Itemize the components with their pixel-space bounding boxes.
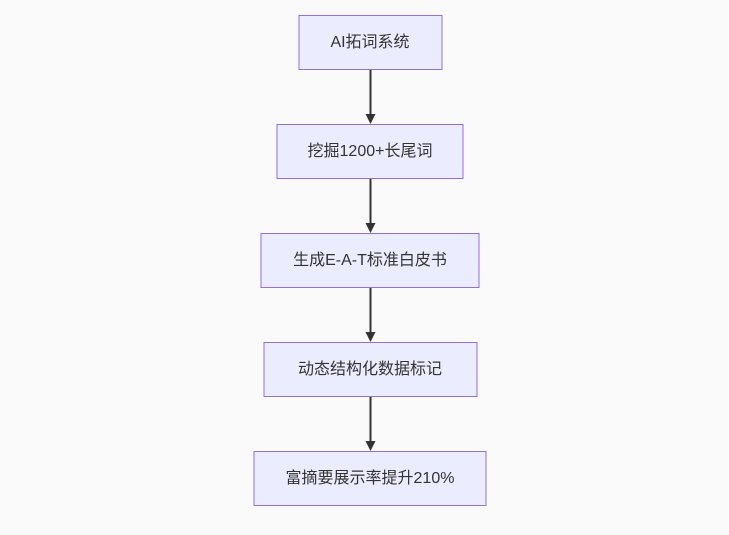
flow-arrow-3 bbox=[365, 288, 375, 342]
flow-node-generate-eat-whitepaper: 生成E-A-T标准白皮书 bbox=[260, 233, 480, 288]
arrow-line bbox=[369, 288, 371, 332]
arrow-line bbox=[369, 179, 371, 223]
arrowhead-down-icon bbox=[365, 223, 375, 233]
arrowhead-down-icon bbox=[365, 114, 375, 124]
arrowhead-down-icon bbox=[365, 441, 375, 451]
arrowhead-down-icon bbox=[365, 332, 375, 342]
flow-node-dynamic-structured-data-markup: 动态结构化数据标记 bbox=[263, 342, 477, 397]
flow-node-ai-word-expansion-system: AI拓词系统 bbox=[298, 15, 442, 70]
flowchart: AI拓词系统 挖掘1200+长尾词 生成E-A-T标准白皮书 动态结构化数据标记… bbox=[253, 15, 487, 506]
flow-node-rich-snippet-rate-increase: 富摘要展示率提升210% bbox=[253, 451, 487, 506]
arrow-line bbox=[369, 397, 371, 441]
flow-arrow-1 bbox=[365, 70, 375, 124]
flow-arrow-2 bbox=[365, 179, 375, 233]
flow-arrow-4 bbox=[365, 397, 375, 451]
arrow-line bbox=[369, 70, 371, 114]
flow-node-mine-longtail-keywords: 挖掘1200+长尾词 bbox=[276, 124, 464, 179]
